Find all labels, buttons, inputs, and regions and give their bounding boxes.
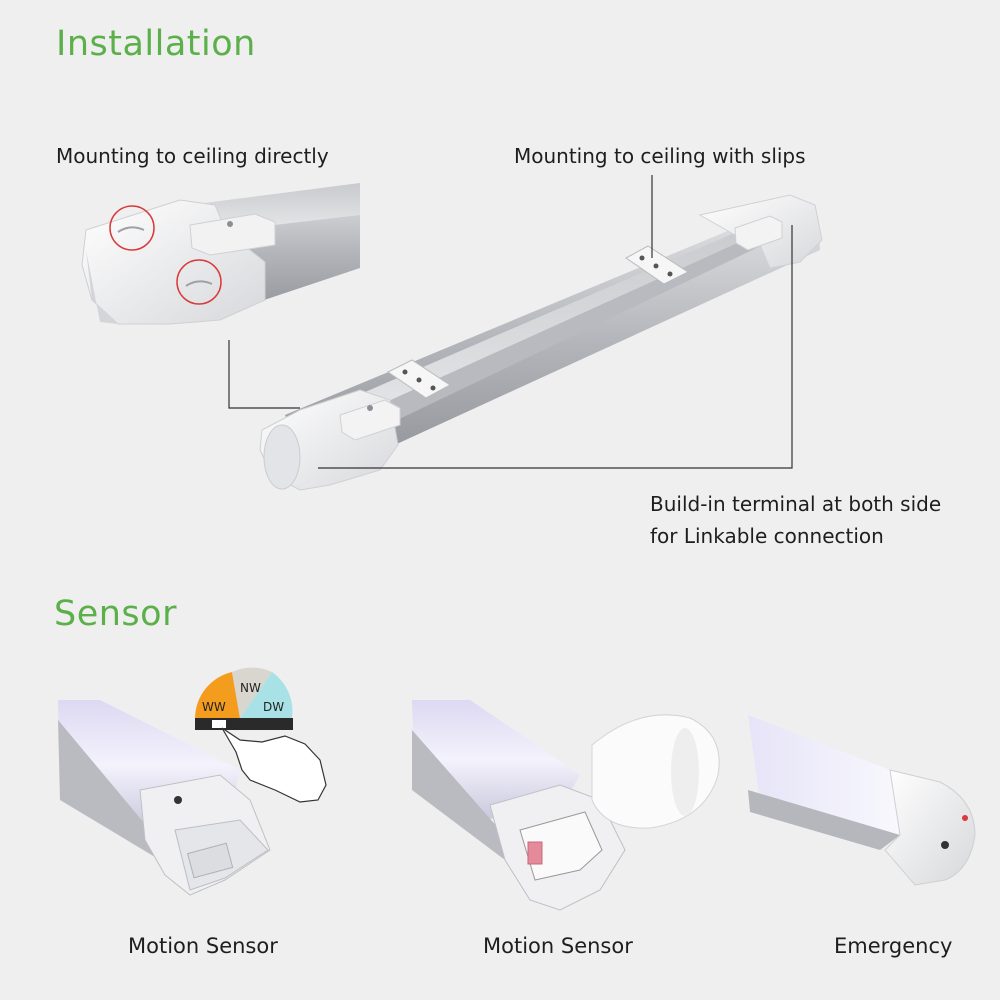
sensor-caption-3: Emergency xyxy=(834,934,953,958)
leader-line-direct xyxy=(228,340,300,409)
caption-mount-slips: Mounting to ceiling with slips xyxy=(514,144,806,168)
mounting-clip-2 xyxy=(625,245,690,285)
caption-mount-direct: Mounting to ceiling directly xyxy=(56,144,329,168)
cct-ww-segment xyxy=(195,672,240,718)
leader-line-terminal xyxy=(318,225,793,469)
cct-nw-segment xyxy=(232,667,272,718)
sensor-caption-1: Motion Sensor xyxy=(128,934,278,958)
emergency-indicator-icon xyxy=(962,815,968,821)
sensor-image-2 xyxy=(412,700,720,911)
cct-ww-label: WW xyxy=(202,700,226,714)
cct-nw-label: NW xyxy=(240,681,261,695)
detail-direct-mount xyxy=(81,183,360,325)
sensor-caption-2: Motion Sensor xyxy=(483,934,633,958)
caption-terminal-line1: Build-in terminal at both side xyxy=(650,492,942,516)
emergency-image xyxy=(748,715,976,886)
sensor-title: Sensor xyxy=(54,594,177,634)
installation-title: Installation xyxy=(56,24,256,64)
mounting-clip-1 xyxy=(387,359,451,399)
main-luminaire xyxy=(259,194,823,491)
caption-terminal: Build-in terminal at both side for Linka… xyxy=(650,488,941,552)
emergency-button-icon xyxy=(941,841,949,849)
highlight-circle-1 xyxy=(109,205,155,251)
hand-icon xyxy=(221,727,327,803)
cct-dw-segment xyxy=(240,672,293,718)
cct-dw-label: DW xyxy=(263,700,284,714)
highlight-circle-2 xyxy=(176,259,222,305)
caption-terminal-line2: for Linkable connection xyxy=(650,524,884,548)
sensor-image-1: WW NW DW xyxy=(58,667,327,896)
